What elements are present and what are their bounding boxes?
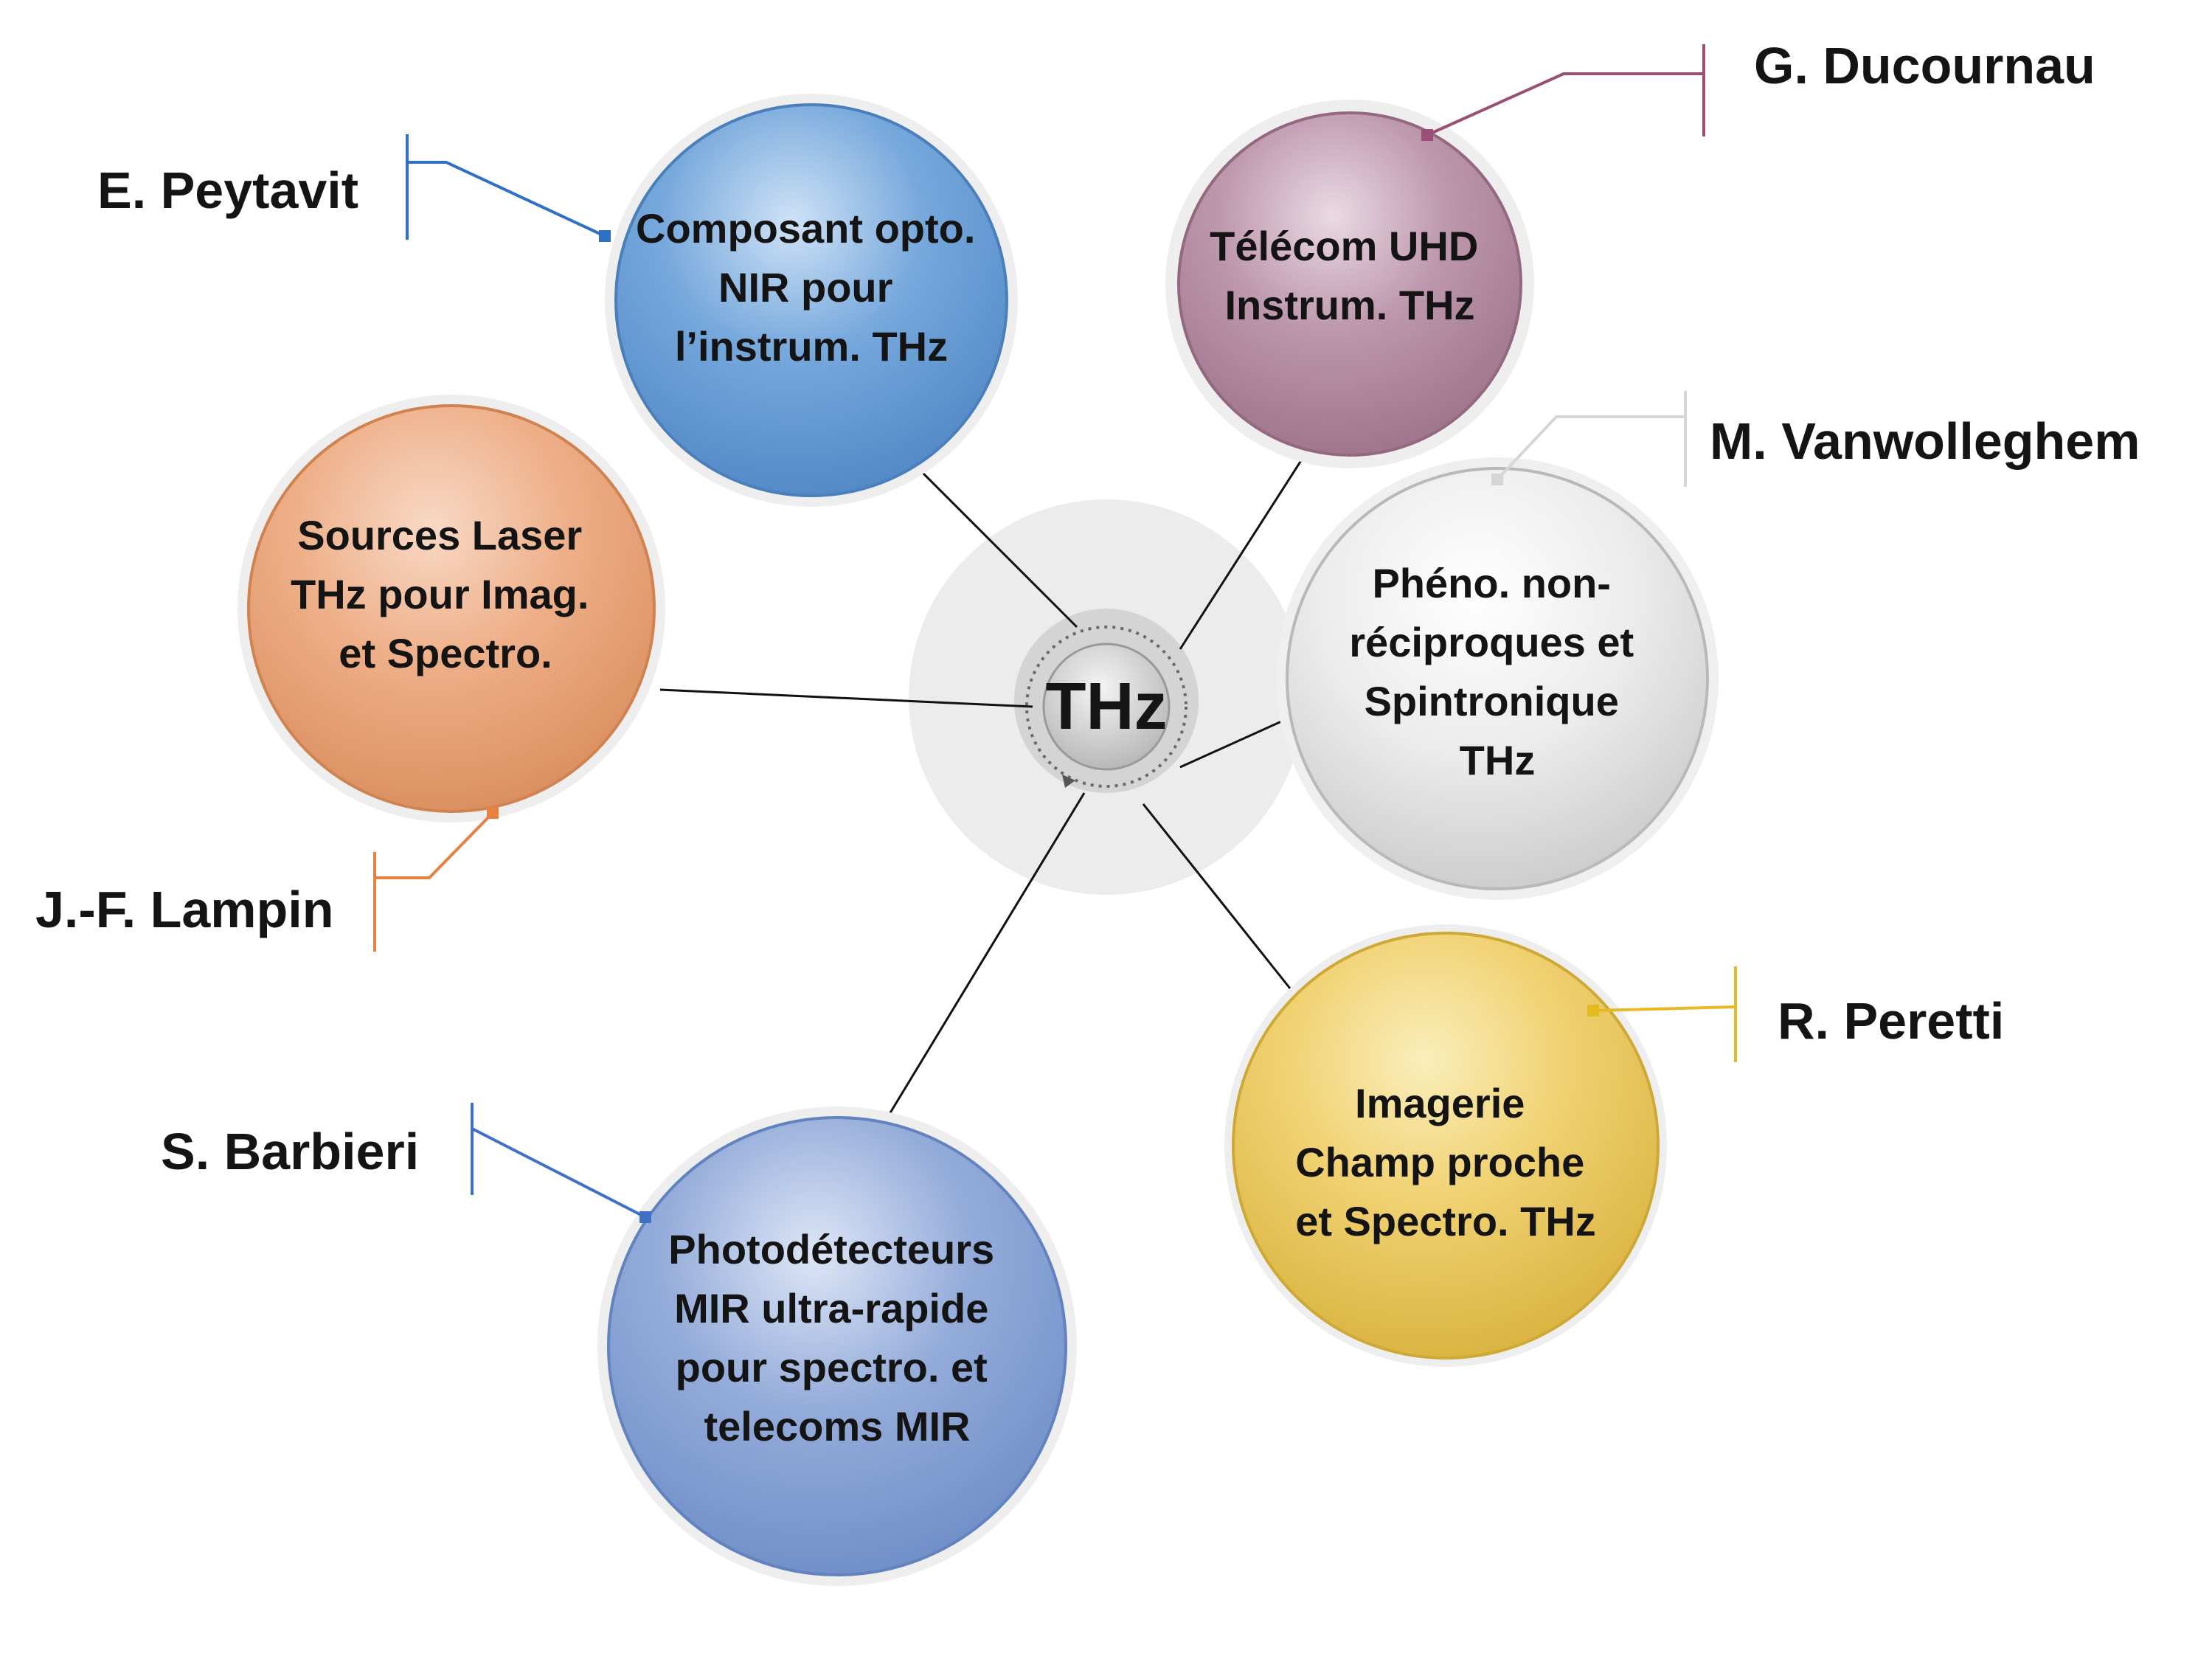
bubble-circle: [1286, 467, 1709, 890]
person-name-barbieri: S. Barbieri: [161, 1123, 419, 1180]
callout-leader: [1496, 415, 1685, 481]
callout-peytavit: [406, 134, 611, 242]
callout-marker: [1587, 1005, 1599, 1016]
bubble-text: Phéno. non- réciproques et Spintronique …: [1349, 560, 1645, 783]
bubble-line: pour spectro. et: [676, 1344, 988, 1390]
callout-marker: [639, 1211, 651, 1223]
bubble-pheno-non-reciproques: Phéno. non- réciproques et Spintronique …: [1276, 457, 1719, 900]
bubble-line: Champ proche: [1295, 1139, 1584, 1185]
bubble-circle: [1177, 111, 1522, 457]
connector-line: [659, 688, 1033, 708]
bubble-sources-laser: Sources Laser THz pour Imag. et Spectro.: [238, 395, 665, 822]
connector-lines: [659, 453, 1307, 1122]
person-name-peytavit: E. Peytavit: [97, 162, 358, 219]
bubble-line: Phéno. non-: [1372, 560, 1611, 606]
bubble-text: Sources Laser THz pour Imag. et Spectro.: [291, 512, 600, 676]
callout-marker: [1421, 129, 1433, 141]
bubble-telecom-uhd: Télécom UHD Instrum. THz: [1165, 100, 1534, 468]
bubble-photodetecteurs: Photodétecteurs MIR ultra-rapide pour sp…: [597, 1106, 1077, 1586]
person-name-ducournau: G. Ducournau: [1754, 37, 2095, 94]
bubble-line: Composant opto.: [636, 205, 975, 252]
connector-line: [884, 792, 1086, 1122]
callout-marker: [599, 230, 611, 242]
bubble-imagerie: Imagerie Champ proche et Spectro. THz: [1224, 924, 1667, 1367]
callout-leader: [375, 811, 494, 879]
center-arrow-icon: [1062, 775, 1075, 788]
bubble-line: THz: [1460, 737, 1536, 783]
bubble-line: l’instrum. THz: [675, 323, 948, 370]
bubble-line: Imagerie: [1355, 1080, 1525, 1126]
callout-leader: [1426, 72, 1704, 136]
person-name-peretti: R. Peretti: [1778, 992, 2004, 1050]
bubble-circle: [607, 1116, 1067, 1576]
callout-leader: [471, 1127, 646, 1219]
bubble-line: Télécom UHD: [1210, 223, 1478, 269]
bubble-composant-opto: Composant opto. NIR pour l’instrum. THz: [605, 94, 1018, 507]
center-hub: [1042, 643, 1171, 771]
callout-peretti: [1587, 966, 1737, 1062]
callout-marker: [487, 807, 499, 819]
connector-line: [1142, 803, 1303, 1004]
bubble-line: THz pour Imag.: [291, 571, 589, 617]
callout-leader: [1592, 1005, 1736, 1012]
callout-lampin: [373, 807, 499, 952]
bubble-line: et Spectro.: [339, 630, 552, 676]
callout-leader: [407, 161, 606, 238]
callout-marker: [1491, 474, 1503, 485]
bubble-line: et Spectro. THz: [1295, 1198, 1596, 1244]
bubble-line: Spintronique: [1365, 678, 1619, 724]
bubble-circle: [1232, 932, 1660, 1360]
bubble-text: Imagerie Champ proche et Spectro. THz: [1295, 1080, 1596, 1244]
person-name-lampin: J.-F. Lampin: [35, 881, 333, 938]
bubble-line: telecoms MIR: [704, 1403, 971, 1450]
person-callouts: [373, 44, 1737, 1223]
bubble-line: réciproques et: [1349, 619, 1634, 665]
bubble-line: Photodétecteurs: [668, 1226, 994, 1272]
bubble-text: Composant opto. NIR pour l’instrum. THz: [636, 205, 987, 370]
bubble-circle: [614, 103, 1008, 497]
bubble-line: NIR pour: [718, 264, 892, 311]
callout-ducournau: [1421, 44, 1705, 141]
callout-vanwolleghem: [1491, 391, 1687, 487]
connector-line: [913, 463, 1078, 628]
connector-line: [1179, 714, 1295, 769]
bubble-line: Sources Laser: [297, 512, 582, 558]
bubble-line: Instrum. THz: [1224, 282, 1474, 328]
bubble-circle: [247, 404, 656, 813]
bubble-text: Télécom UHD Instrum. THz: [1210, 223, 1490, 328]
bubble-text: Photodétecteurs MIR ultra-rapide pour sp…: [668, 1226, 1005, 1450]
center-dotted-ring: [1025, 626, 1188, 788]
person-name-vanwolleghem: M. Vanwolleghem: [1710, 412, 2140, 470]
center-label: THz: [1046, 670, 1168, 744]
connector-line: [1179, 453, 1307, 650]
bubble-line: MIR ultra-rapide: [674, 1285, 988, 1331]
callout-barbieri: [471, 1103, 651, 1223]
